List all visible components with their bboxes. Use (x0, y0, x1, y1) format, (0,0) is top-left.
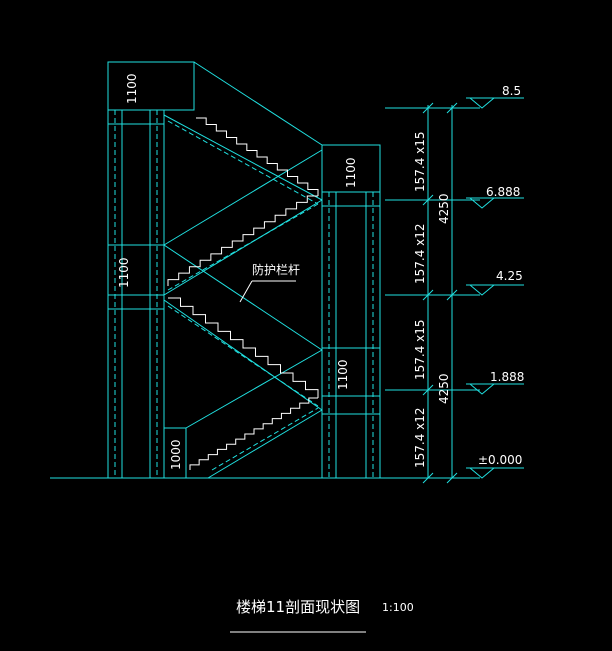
drawing-scale: 1:100 (382, 601, 414, 614)
dim-storey-upper: 4250 (437, 193, 451, 224)
dimension-chain (385, 102, 480, 484)
elevation-label-3: 4.25 (496, 269, 523, 283)
callout-label: 防护栏杆 (252, 262, 300, 277)
elevation-marker-1 (466, 97, 524, 109)
rail-height-bottom-left: 1000 (169, 439, 183, 470)
step-profile-3 (167, 195, 318, 286)
rail-height-mid-right: 1100 (336, 359, 350, 390)
left-wall (107, 61, 195, 479)
rail-height-mid-left: 1100 (117, 257, 131, 288)
step-profile-4 (196, 117, 319, 196)
step-profile-1 (189, 397, 318, 470)
elevation-marker-3 (466, 284, 524, 296)
dim-flight-lower-top: 157.4 x15 (413, 319, 427, 380)
elevation-label-1: 8.5 (502, 84, 521, 98)
callout-leader (239, 280, 296, 303)
elevation-label-5: ±0.000 (478, 453, 522, 467)
step-profile-2 (168, 297, 319, 398)
dim-flight-lower-bottom: 157.4 x12 (413, 407, 427, 468)
elevation-label-4: 1.888 (490, 370, 524, 384)
stair-steps (167, 117, 319, 470)
dim-flight-upper-bottom: 157.4 x12 (413, 223, 427, 284)
elevation-marker-2 (466, 197, 524, 209)
rail-height-top-right: 1100 (344, 157, 358, 188)
rail-height-top-left: 1100 (125, 73, 139, 104)
elevation-marker-4 (466, 383, 524, 395)
elevation-marker-5 (466, 467, 524, 479)
dim-storey-lower: 4250 (437, 373, 451, 404)
drawing-title: 楼梯11剖面现状图 (236, 598, 360, 616)
right-wall (321, 144, 381, 478)
dim-flight-upper-top: 157.4 x15 (413, 131, 427, 192)
elevation-label-2: 6.888 (486, 185, 520, 199)
